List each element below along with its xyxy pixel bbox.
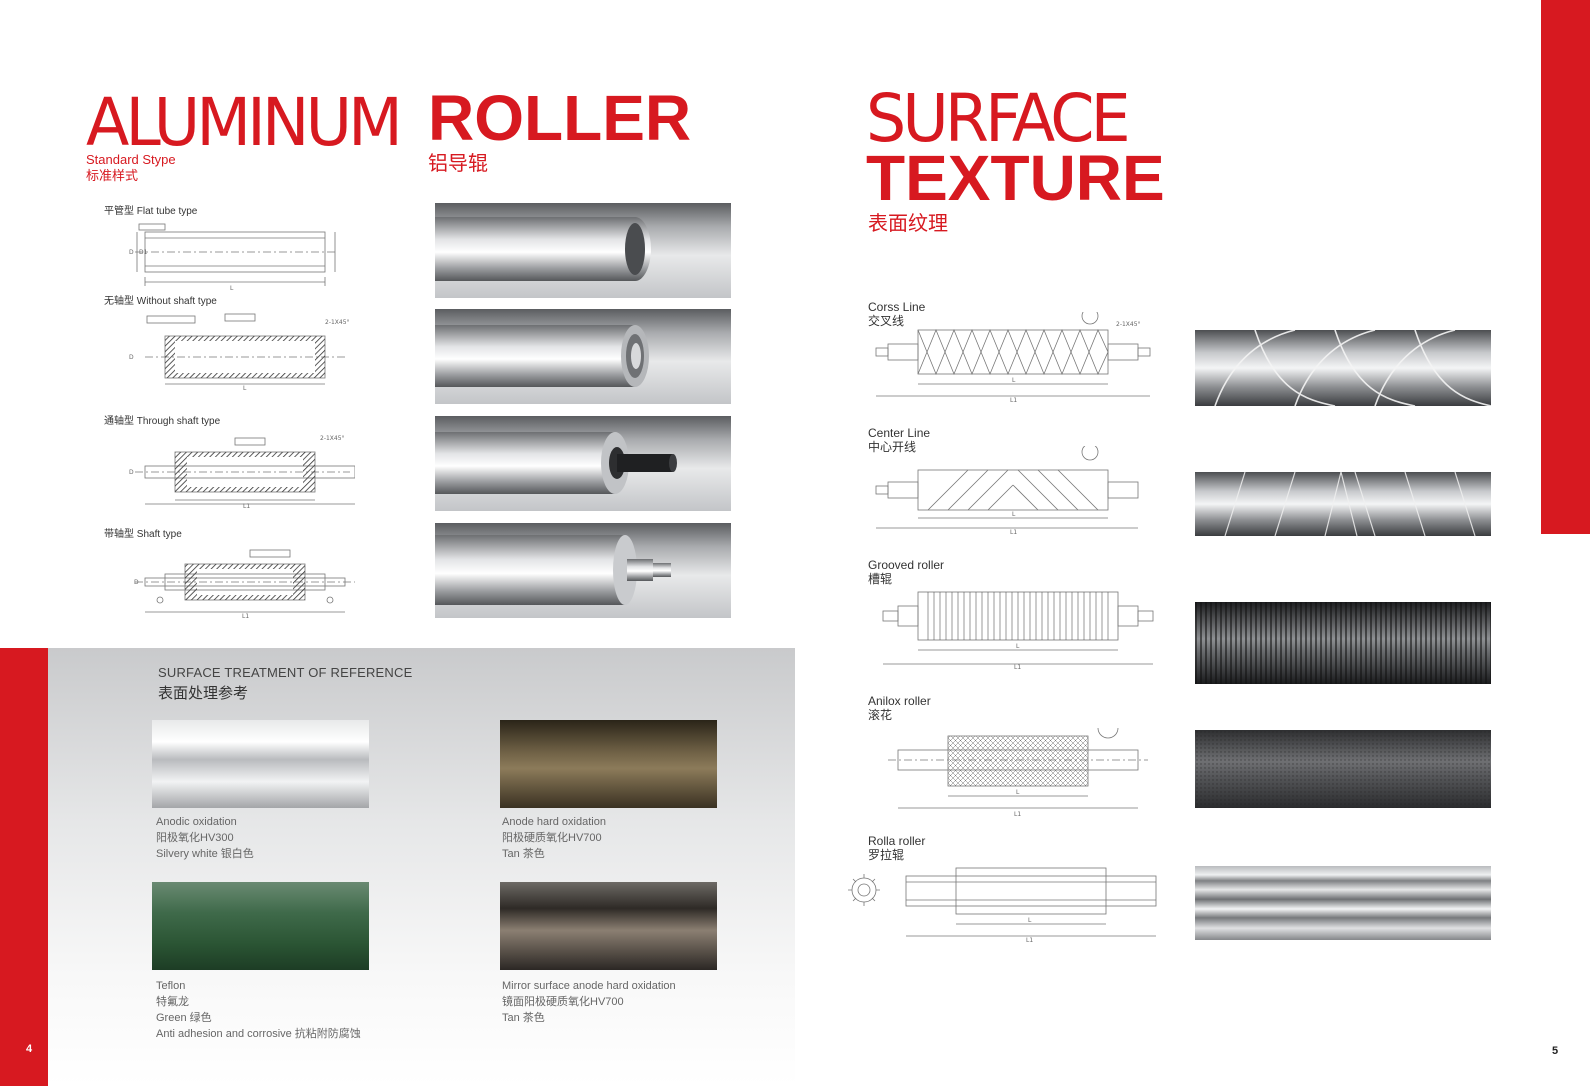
svg-text:L1: L1 [1010, 529, 1017, 536]
svg-text:L: L [1012, 377, 1016, 384]
treatment-3-line2: 特氟龙 [156, 996, 189, 1008]
drawing-grooved: L L1 [868, 576, 1158, 670]
svg-text:L: L [1016, 643, 1020, 650]
treatment-item-4: Mirror surface anode hard oxidation 镜面阳极… [502, 978, 676, 1026]
svg-text:D: D [129, 249, 134, 256]
texture-grooved-en: Grooved roller [868, 558, 945, 572]
drawing-flat-tube: L D D1 [125, 222, 345, 292]
texture-label-anilox: Anilox roller 滚花 [868, 694, 931, 722]
svg-text:2-1X45°: 2-1X45° [320, 435, 345, 442]
swatch-tan [500, 720, 717, 808]
treatment-1-line1: Anodic oxidation [156, 816, 237, 828]
svg-text:L1: L1 [1014, 664, 1021, 670]
svg-text:L: L [1016, 789, 1020, 796]
texture-cross-cn: 交叉线 [868, 314, 905, 328]
photo-without-shaft-roller [435, 309, 731, 404]
title-cn-roller: 铝导辊 [428, 153, 488, 175]
svg-text:2-1X45°: 2-1X45° [325, 319, 350, 326]
svg-text:L1: L1 [242, 613, 249, 620]
texture-center-en: Center Line [868, 426, 931, 440]
red-accent-bar-left [0, 648, 48, 1086]
texture-grooved-cn: 槽辊 [868, 572, 893, 586]
texture-rolla-cn: 罗拉辊 [868, 848, 905, 862]
texture-label-grooved: Grooved roller 槽辊 [868, 558, 944, 586]
title-roller: ROLLER [428, 82, 692, 154]
drawing-without-shaft: L D 2-1X45° [125, 312, 355, 390]
photo-center-line-roller [1195, 472, 1491, 536]
type-label-flat: 平管型 Flat tube type [104, 206, 198, 217]
svg-text:L1: L1 [1010, 397, 1017, 404]
photo-rolla-roller [1195, 866, 1491, 940]
svg-text:L: L [230, 285, 234, 292]
subtitle-en: Standard Stype [86, 152, 176, 167]
drawing-shaft-type: D L1 [130, 542, 360, 622]
drawing-center-line: L L1 [868, 446, 1158, 536]
svg-text:D: D [134, 579, 139, 586]
title-aluminum: ALUMINUM [86, 84, 403, 161]
photo-anilox-roller [1195, 730, 1491, 808]
page-number-right: 5 [1552, 1045, 1559, 1057]
treatment-2-line2: 阳极硬质氧化HV700 [502, 832, 602, 844]
photo-flat-tube-roller [435, 203, 731, 298]
type-label-shaft: 带轴型 Shaft type [104, 529, 182, 540]
swatch-green [152, 882, 369, 970]
texture-anilox-en: Anilox roller [868, 694, 931, 708]
treatment-item-1: Anodic oxidation 阳极氧化HV300 Silvery white… [156, 814, 254, 862]
texture-label-cross: Corss Line 交叉线 [868, 300, 925, 328]
svg-text:L: L [1012, 511, 1016, 518]
swatch-silver [152, 720, 369, 808]
treatment-2-line1: Anode hard oxidation [502, 816, 606, 828]
photo-grooved-roller [1195, 602, 1491, 684]
treatment-title-cn: 表面处理参考 [158, 685, 249, 702]
texture-label-rolla: Rolla roller 罗拉辊 [868, 834, 925, 862]
swatch-mirror [500, 882, 717, 970]
texture-label-center: Center Line 中心开线 [868, 426, 930, 454]
photo-through-shaft-roller [435, 416, 731, 511]
svg-text:D1: D1 [139, 249, 148, 256]
svg-text:L1: L1 [243, 503, 250, 508]
texture-cross-en: Corss Line [868, 300, 926, 314]
texture-anilox-cn: 滚花 [868, 708, 893, 722]
treatment-4-line3: Tan 茶色 [502, 1012, 545, 1024]
treatment-4-line1: Mirror surface anode hard oxidation [502, 980, 676, 992]
treatment-1-line3: Silvery white 银白色 [156, 848, 254, 860]
red-accent-bar-right [1541, 0, 1590, 534]
type-label-through-shaft: 通轴型 Through shaft type [104, 416, 221, 427]
drawing-rolla: L L1 [846, 862, 1176, 944]
svg-text:L1: L1 [1014, 811, 1021, 818]
treatment-4-line2: 镜面阳极硬质氧化HV700 [502, 996, 624, 1008]
svg-text:D: D [129, 354, 134, 361]
treatment-item-3: Teflon 特氟龙 Green 绿色 Anti adhesion and co… [156, 978, 361, 1042]
drawing-anilox: L L1 [868, 728, 1158, 818]
treatment-3-line3: Green 绿色 [156, 1012, 212, 1024]
treatment-3-line4: Anti adhesion and corrosive 抗粘附防腐蚀 [156, 1028, 361, 1040]
title-texture: TEXTURE [866, 142, 1165, 214]
svg-text:L: L [1028, 917, 1032, 924]
subtitle-cn: 标准样式 [86, 168, 139, 183]
svg-text:D: D [129, 469, 134, 476]
svg-text:2-1X45°: 2-1X45° [1116, 321, 1141, 328]
treatment-3-line1: Teflon [156, 980, 186, 992]
texture-rolla-en: Rolla roller [868, 834, 926, 848]
page-number-left: 4 [26, 1043, 33, 1055]
treatment-1-line2: 阳极氧化HV300 [156, 832, 234, 844]
treatment-item-2: Anode hard oxidation 阳极硬质氧化HV700 Tan 茶色 [502, 814, 606, 862]
title-cn-texture: 表面纹理 [868, 213, 948, 235]
treatment-2-line3: Tan 茶色 [502, 848, 545, 860]
svg-text:L: L [243, 385, 247, 390]
photo-shaft-type-roller [435, 523, 731, 618]
photo-cross-line-roller [1195, 330, 1491, 406]
drawing-through-shaft: D L1 2-1X45° [125, 428, 355, 508]
treatment-title-en: SURFACE TREATMENT OF REFERENCE [158, 665, 413, 680]
texture-center-cn: 中心开线 [868, 440, 917, 454]
title-surface: SURFACE [866, 80, 1131, 157]
type-label-without-shaft: 无轴型 Without shaft type [104, 296, 217, 307]
svg-text:L1: L1 [1026, 937, 1033, 944]
drawing-cross-line: L L1 2-1X45° [868, 312, 1158, 404]
